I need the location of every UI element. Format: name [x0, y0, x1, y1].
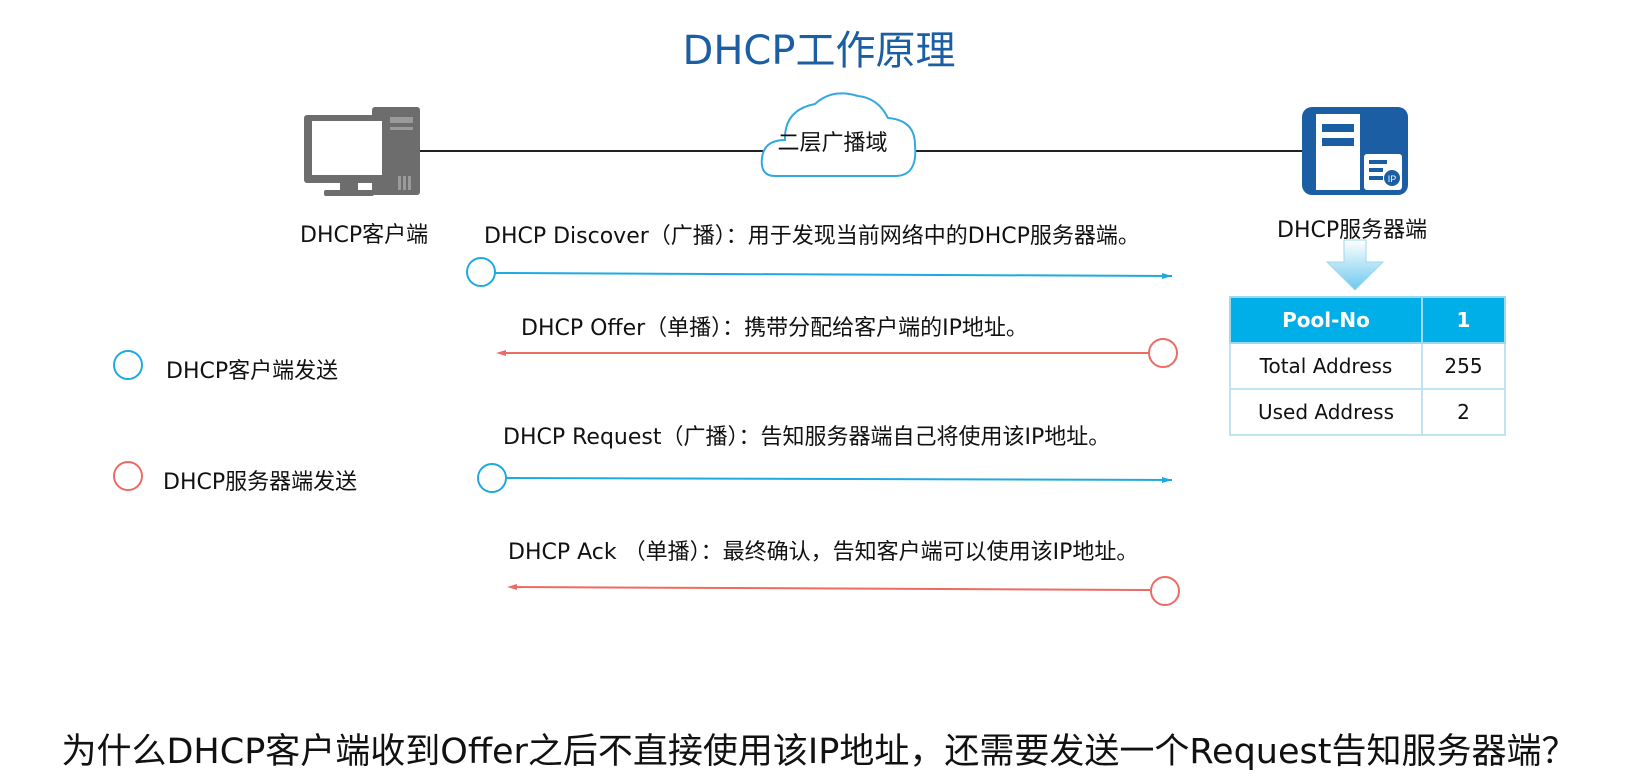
server-icon: IP [1302, 107, 1408, 195]
ack-message-label: DHCP Ack （单播）：最终确认，告知客户端可以使用该IP地址。 [508, 540, 1139, 565]
address-pool-table: Pool-No 1 Total Address 255 Used Address… [1229, 296, 1506, 436]
server-label: DHCP服务器端 [1277, 218, 1428, 243]
used-address-label: Used Address [1229, 388, 1423, 436]
offer-origin-circle [1148, 338, 1178, 368]
ack-origin-circle [1150, 576, 1180, 606]
legend-client-circle [113, 350, 143, 380]
ack-arrow-line [511, 586, 1151, 591]
offer-arrow-head [496, 350, 506, 356]
table-row: Total Address 255 [1229, 342, 1506, 390]
down-arrow-icon [1325, 239, 1385, 291]
pool-no-value: 1 [1421, 296, 1506, 344]
legend-server-label: DHCP服务器端发送 [163, 470, 358, 495]
request-origin-circle [477, 463, 507, 493]
offer-message-label: DHCP Offer（单播）：携带分配给客户端的IP地址。 [521, 316, 1028, 341]
total-address-value: 255 [1421, 342, 1506, 390]
discover-message-label: DHCP Discover（广播）：用于发现当前网络中的DHCP服务器端。 [484, 224, 1140, 249]
discover-arrow-line [494, 272, 1173, 277]
pc-icon [304, 107, 420, 196]
cloud-icon [760, 92, 917, 177]
legend-server-circle [113, 461, 143, 491]
ack-arrow-head [507, 584, 517, 590]
broadcast-domain-label: 二层广播域 [777, 131, 888, 156]
request-message-label: DHCP Request（广播）：告知服务器端自己将使用该IP地址。 [503, 425, 1111, 450]
request-arrow-line [505, 477, 1173, 481]
table-header-row: Pool-No 1 [1229, 296, 1506, 344]
question-text: 为什么DHCP客户端收到Offer之后不直接使用该IP地址，还需要发送一个Req… [61, 732, 1577, 772]
svg-text:IP: IP [1388, 174, 1397, 184]
table-row: Used Address 2 [1229, 388, 1506, 436]
discover-arrow-head [1162, 273, 1172, 279]
client-label: DHCP客户端 [300, 223, 429, 248]
legend-client-label: DHCP客户端发送 [166, 359, 339, 384]
page-title: DHCP工作原理 [682, 28, 956, 74]
used-address-value: 2 [1421, 388, 1506, 436]
discover-origin-circle [466, 257, 496, 287]
pool-no-header: Pool-No [1229, 296, 1423, 344]
request-arrow-head [1162, 477, 1172, 483]
total-address-label: Total Address [1229, 342, 1423, 390]
